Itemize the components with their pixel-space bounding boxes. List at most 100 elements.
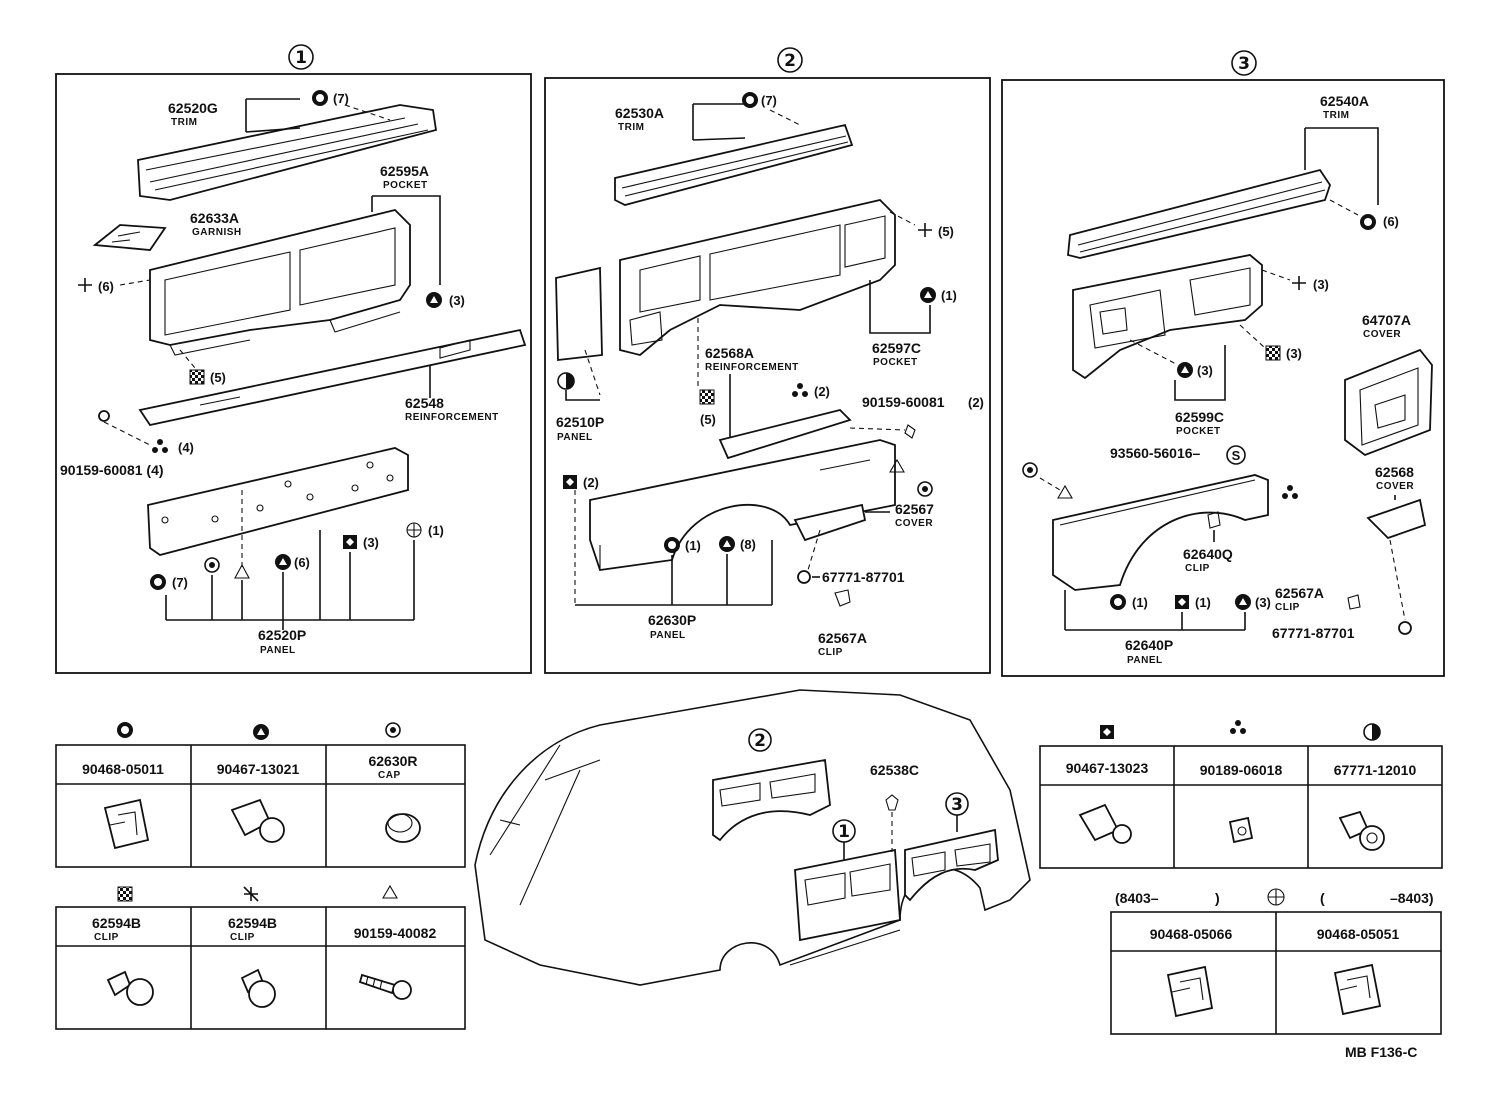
qty: (6) — [98, 279, 114, 294]
part-62530a: 62530A — [615, 105, 664, 121]
part-62567a-s2: 62567A — [818, 630, 867, 646]
name-clip-3: CLIP — [1275, 602, 1300, 613]
svg-text:3: 3 — [1238, 54, 1250, 74]
name-cover-3: COVER — [1376, 481, 1414, 492]
part-62520p: 62520P — [258, 627, 306, 643]
name-garnish: GARNISH — [192, 227, 242, 238]
part-62640q: 62640Q — [1183, 546, 1233, 562]
qty: (1) — [941, 288, 957, 303]
name-panel-1: PANEL — [260, 645, 296, 656]
trim-62530a — [614, 123, 854, 206]
part-62597c: 62597C — [872, 340, 921, 356]
pocket-62597c — [619, 199, 896, 356]
diamond-square-icon — [563, 475, 577, 489]
clip-62567a — [834, 589, 851, 607]
name-cover-1: COVER — [895, 518, 933, 529]
circled-plus-icon — [1267, 888, 1285, 906]
clip-67771-87701 — [797, 570, 811, 584]
pinwheel-icon — [78, 278, 92, 292]
diamond-square-icon — [1175, 595, 1189, 609]
three-dots-icon — [1230, 720, 1246, 734]
clip-67771-87701 — [1398, 621, 1412, 635]
part-90468-05066: 90468-05066 — [1150, 926, 1233, 942]
s-symbol: S — [1226, 445, 1246, 465]
qty: (2) — [583, 475, 599, 490]
half-circle-icon — [557, 372, 575, 390]
fastener-table-4 — [1110, 911, 1442, 1035]
fastener-table-1 — [55, 744, 466, 868]
part-90468-05051: 90468-05051 — [1317, 926, 1400, 942]
name-pocket-1: POCKET — [383, 180, 428, 191]
reinforcement-62548 — [138, 328, 527, 427]
name-panel-2: PANEL — [557, 432, 593, 443]
qty: (6) — [1383, 214, 1399, 229]
qty: (3) — [1197, 363, 1213, 378]
name-panel-4: PANEL — [1127, 655, 1163, 666]
vehicle-section-1 — [794, 848, 901, 942]
name-panel-3: PANEL — [650, 630, 686, 641]
hatched-triangle-icon — [234, 563, 250, 579]
name-clip-1: CLIP — [818, 647, 843, 658]
pinwheel-icon — [243, 886, 259, 902]
name-reinforcement-2: REINFORCEMENT — [705, 362, 799, 373]
svg-text:S: S — [1232, 448, 1241, 463]
name-trim-3: TRIM — [1323, 110, 1349, 121]
qty: (3) — [363, 535, 379, 550]
part-62548: 62548 — [405, 395, 444, 411]
clip-90468-05051 — [1333, 963, 1382, 1016]
qty: (8) — [740, 537, 756, 552]
part-67771-87701-s3: 67771-87701 — [1272, 625, 1355, 641]
part-62595a: 62595A — [380, 163, 429, 179]
screw-icon — [904, 424, 916, 439]
part-62633a: 62633A — [190, 210, 239, 226]
qty: (5) — [700, 412, 716, 427]
nut-90189-06018 — [1228, 816, 1254, 844]
part-90189-06018: 90189-06018 — [1200, 762, 1283, 778]
garnish-62633a — [92, 224, 167, 251]
checker-square-icon — [117, 886, 133, 902]
name-cap: CAP — [378, 770, 401, 781]
ring-icon — [385, 722, 401, 738]
filled-triangle-circle-icon — [275, 554, 291, 570]
trim-62540a — [1067, 168, 1331, 259]
qty: (7) — [172, 575, 188, 590]
part-62594b-1: 62594B — [92, 915, 141, 931]
name-clip-2: CLIP — [1185, 563, 1210, 574]
qty: (1) — [1195, 595, 1211, 610]
pinwheel-icon — [1292, 276, 1306, 290]
figure-code: MB F136-C — [1345, 1044, 1417, 1060]
section-2-box — [544, 77, 991, 674]
date-range-right-open: ( — [1320, 890, 1325, 906]
clip-90468-05011 — [103, 798, 150, 850]
checker-square-icon — [1265, 345, 1281, 361]
part-62640p: 62640P — [1125, 637, 1173, 653]
diamond-square-icon — [1100, 725, 1114, 739]
vehicle-label-2-text: 2 — [754, 731, 766, 751]
section-3-box — [1001, 79, 1445, 677]
trim-62520g — [137, 104, 438, 201]
part-62630r: 62630R — [368, 753, 417, 769]
filled-triangle-circle-icon — [719, 536, 735, 552]
name-trim-2: TRIM — [618, 122, 644, 133]
filled-triangle-circle-icon — [1177, 362, 1193, 378]
qty: (1) — [428, 523, 444, 538]
date-range-left-close: ) — [1215, 890, 1220, 906]
qty: (3) — [1286, 346, 1302, 361]
clip-62594b-2 — [240, 968, 276, 1008]
leader — [245, 98, 301, 133]
vehicle-label-3-text: 3 — [951, 795, 963, 815]
ring-icon — [917, 481, 933, 497]
clip-62567a — [1347, 594, 1361, 610]
vehicle-label-2 — [748, 728, 772, 752]
part-90468-05011: 90468-05011 — [82, 761, 164, 777]
filled-triangle-circle-icon — [426, 292, 442, 308]
reinforcement-62568a — [718, 409, 852, 460]
screw-90159-40082 — [358, 973, 412, 1000]
clip-67771-12010 — [1338, 810, 1385, 851]
half-circle-icon — [1363, 723, 1381, 741]
qty: (7) — [333, 91, 349, 106]
cover-62567 — [793, 503, 867, 542]
date-range-right: –8403) — [1390, 890, 1434, 906]
clip-62538c — [885, 794, 899, 811]
